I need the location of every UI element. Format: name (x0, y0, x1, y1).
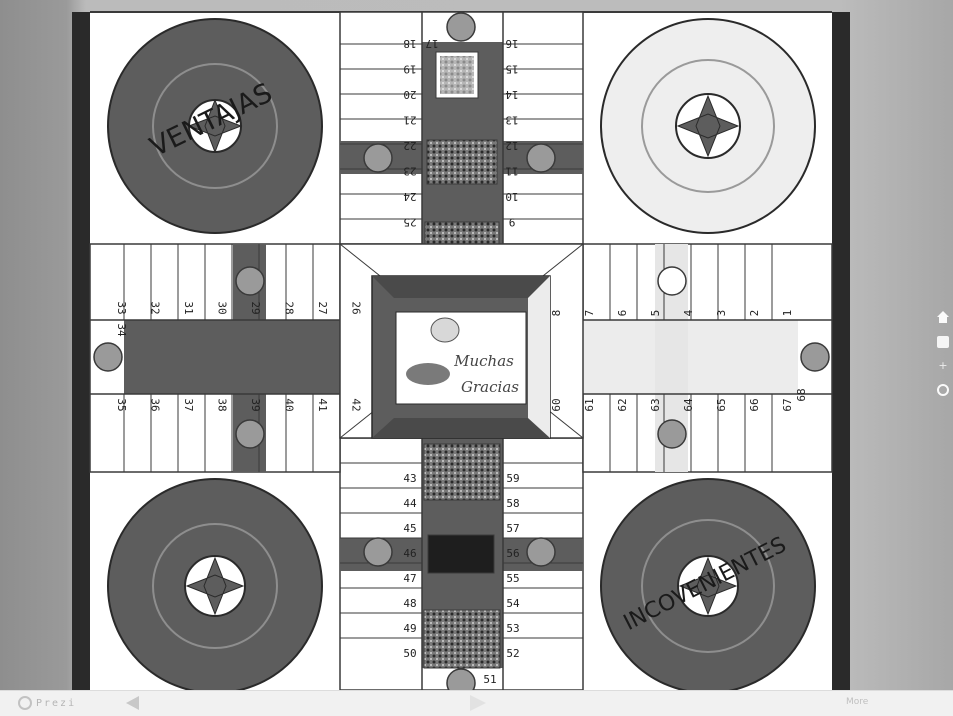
square-number: 20 (403, 88, 416, 101)
square-number: 9 (509, 216, 516, 229)
square-number: 51 (483, 673, 496, 686)
square-number: 36 (149, 398, 162, 411)
square-number: 21 (403, 114, 416, 127)
square-number: 63 (649, 398, 662, 411)
square-number: 26 (350, 301, 363, 314)
square-number: 42 (350, 398, 363, 411)
prezi-brand-label: Prezi (36, 698, 76, 709)
square-number: 59 (506, 472, 519, 485)
square-number: 22 (403, 139, 416, 152)
more-button[interactable]: More (846, 697, 868, 707)
zoom-icon[interactable] (937, 384, 949, 396)
grid-icon[interactable] (937, 336, 949, 348)
square-number: 4 (682, 309, 695, 316)
square-number: 55 (506, 572, 519, 585)
square-number: 19 (403, 63, 416, 76)
left-arm (90, 244, 340, 472)
square-number: 40 (283, 398, 296, 411)
square-number: 10 (505, 190, 518, 203)
square-number: 44 (403, 497, 417, 510)
square-number: 28 (283, 301, 296, 314)
square-number: 68 (795, 388, 808, 401)
home-top-right (601, 19, 815, 233)
square-number: 30 (216, 301, 229, 314)
board-right-border (832, 12, 850, 690)
square-number: 47 (403, 572, 416, 585)
square-number: 13 (505, 114, 518, 127)
plus-icon[interactable]: + (937, 360, 949, 372)
prezi-logo[interactable]: Prezi (18, 695, 76, 711)
square-number: 25 (403, 216, 416, 229)
square-number: 54 (506, 597, 520, 610)
square-number: 66 (748, 398, 761, 411)
right-arm (583, 244, 832, 472)
square-number: 34 (115, 323, 128, 337)
square-number: 65 (715, 398, 728, 411)
square-number: 33 (115, 301, 128, 314)
square-number: 56 (506, 547, 519, 560)
square-number: 15 (505, 63, 518, 76)
center-caption-line2: Gracias (461, 378, 519, 396)
square-number: 7 (583, 310, 596, 317)
square-number: 52 (506, 647, 519, 660)
square-number: 6 (616, 310, 629, 317)
square-number: 60 (550, 398, 563, 411)
square-number: 18 (403, 37, 416, 50)
square-number: 23 (403, 165, 416, 178)
square-number: 29 (249, 301, 262, 314)
square-number: 3 (715, 310, 728, 317)
square-number: 24 (403, 190, 417, 203)
parchis-board: VENTAJAS INCOVENIENTES Muchas Gracias 18… (0, 0, 953, 690)
square-number: 32 (149, 301, 162, 314)
square-number: 67 (781, 398, 794, 411)
home-bottom-left (108, 479, 322, 690)
square-number: 38 (216, 398, 229, 411)
player-toolbar: Prezi More (0, 690, 953, 716)
square-number: 37 (182, 398, 195, 411)
square-number: 50 (403, 647, 416, 660)
square-number: 12 (505, 139, 518, 152)
square-number: 41 (316, 398, 329, 411)
square-number: 39 (249, 398, 262, 411)
next-arrow-icon[interactable] (470, 695, 486, 711)
square-number: 43 (403, 472, 416, 485)
square-number: 16 (505, 37, 518, 50)
square-number: 61 (583, 398, 596, 411)
prev-arrow-icon[interactable] (126, 696, 139, 710)
zoom-controls: + (935, 308, 951, 404)
home-icon[interactable] (937, 311, 949, 323)
square-number: 5 (649, 310, 662, 317)
bottom-arm (340, 438, 583, 690)
board-left-border (72, 12, 90, 690)
square-number: 53 (506, 622, 519, 635)
square-number: 45 (403, 522, 416, 535)
square-number: 31 (182, 301, 195, 314)
prezi-logo-icon (18, 696, 32, 710)
square-number: 35 (115, 398, 128, 411)
square-number: 48 (403, 597, 416, 610)
center-goal (340, 244, 583, 438)
square-number: 49 (403, 622, 416, 635)
center-caption-line1: Muchas (453, 352, 514, 370)
top-arm (340, 12, 583, 270)
square-number: 14 (505, 88, 519, 101)
square-number: 11 (505, 165, 518, 178)
square-number: 57 (506, 522, 519, 535)
square-number: 2 (748, 310, 761, 317)
square-number: 46 (403, 547, 416, 560)
square-number: 62 (616, 398, 629, 411)
square-number: 58 (506, 497, 519, 510)
square-number: 8 (550, 310, 563, 317)
square-number: 1 (781, 310, 794, 317)
square-number: 64 (682, 398, 695, 412)
square-number: 17 (425, 37, 438, 50)
square-number: 27 (316, 301, 329, 314)
